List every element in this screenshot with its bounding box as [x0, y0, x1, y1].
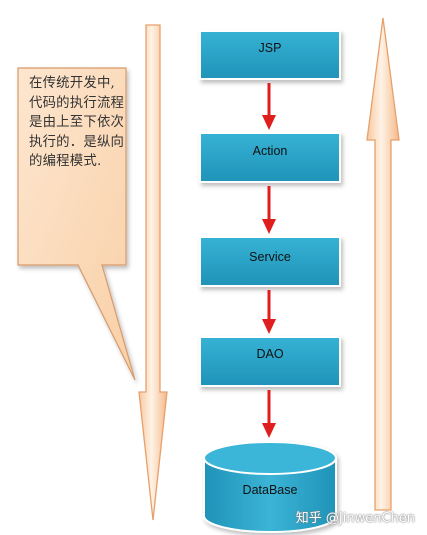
- connector-arrow-action-service: [262, 186, 276, 234]
- database-cylinder: [203, 441, 337, 533]
- box-label-service: Service: [249, 250, 291, 264]
- right-up-arrow: [366, 17, 400, 511]
- box-label-jsp: JSP: [258, 41, 282, 55]
- connector-arrow-jsp-action: [262, 83, 276, 130]
- left-down-arrow: [138, 24, 168, 521]
- callout-text: 在传统开发中,代码的执行流程是由上至下依次执行的．是纵向的编程模式.: [29, 76, 125, 169]
- box-dao: [199, 336, 341, 387]
- box-jsp: [199, 30, 341, 80]
- box-label-action: Action: [252, 144, 288, 158]
- box-service: [199, 236, 341, 287]
- connector-arrow-service-dao: [262, 290, 276, 334]
- callout-bubble: [17, 67, 136, 381]
- connector-arrow-dao-database: [262, 390, 276, 438]
- database-label: DataBase: [242, 483, 298, 497]
- watermark: 知乎 @JinwenChen: [295, 511, 415, 526]
- box-label-dao: DAO: [256, 347, 284, 361]
- box-action: [199, 132, 341, 183]
